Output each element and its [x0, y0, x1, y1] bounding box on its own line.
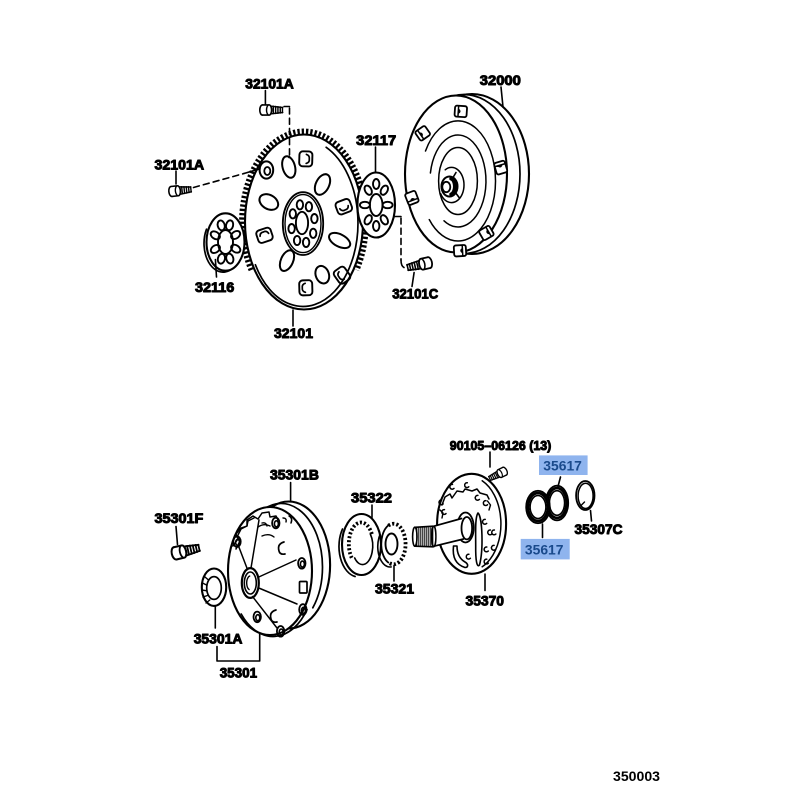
svg-text:350003: 350003	[613, 768, 660, 784]
svg-text:35617: 35617	[525, 542, 564, 558]
svg-text:35301: 35301	[220, 665, 258, 681]
svg-text:32117: 32117	[356, 132, 396, 148]
svg-text:35307C: 35307C	[575, 521, 623, 537]
svg-text:35301A: 35301A	[194, 631, 243, 647]
svg-text:35301F: 35301F	[155, 510, 204, 526]
svg-text:32101A: 32101A	[245, 76, 293, 92]
svg-text:35617: 35617	[543, 457, 582, 473]
svg-text:32101A: 32101A	[155, 157, 205, 173]
svg-text:35370: 35370	[466, 593, 505, 609]
svg-text:32000: 32000	[480, 72, 521, 88]
svg-text:35301B: 35301B	[270, 466, 319, 482]
svg-text:35321: 35321	[375, 581, 414, 597]
svg-text:32101: 32101	[274, 325, 313, 341]
svg-text:90105–06126 (13): 90105–06126 (13)	[450, 438, 552, 453]
svg-text:35322: 35322	[351, 489, 392, 505]
svg-text:32116: 32116	[195, 279, 235, 295]
svg-text:32101C: 32101C	[392, 285, 438, 301]
